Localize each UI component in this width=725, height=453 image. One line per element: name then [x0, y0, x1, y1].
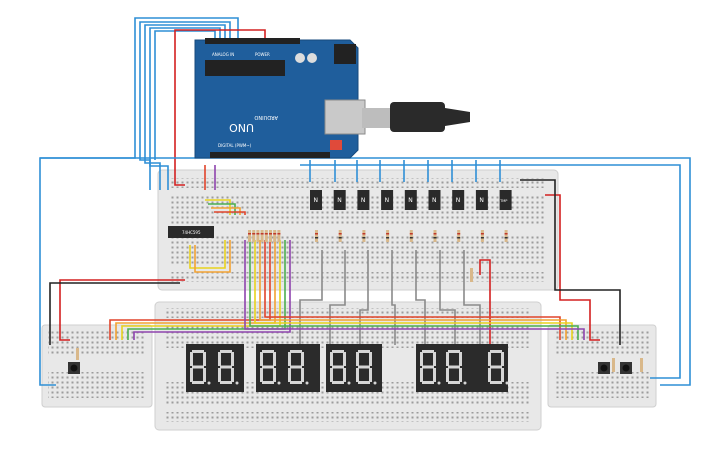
resistor — [264, 230, 268, 242]
display-digit — [288, 350, 309, 385]
resistor — [252, 230, 256, 242]
digital-label: DIGITAL (PWM~) — [218, 143, 252, 148]
resistor — [612, 358, 615, 372]
transistor: N — [452, 190, 465, 210]
arduino-uno-board: UNO ARDUINO ANALOG IN POWER DIGITAL (PWM… — [194, 38, 366, 159]
resistor — [260, 230, 264, 242]
resistor — [470, 268, 473, 282]
push-button-right-2[interactable] — [612, 358, 643, 374]
resistor — [433, 230, 437, 242]
transistor-label: N — [314, 197, 319, 204]
arduino-logo: UNO — [229, 121, 254, 134]
resistor — [457, 230, 461, 242]
transistor-label: N — [361, 197, 366, 204]
seven-segment-displays — [186, 344, 509, 392]
wires — [39, 17, 691, 386]
transistor: N — [475, 190, 488, 210]
breadboard-right — [547, 324, 657, 408]
power-label: POWER — [255, 52, 270, 57]
transistor-label: N — [337, 197, 342, 204]
analog-in-label: ANALOG IN — [212, 52, 234, 57]
capacitor-icon — [295, 53, 305, 63]
push-button-left[interactable] — [68, 348, 80, 374]
base-resistors — [315, 230, 508, 282]
transistor: N — [333, 190, 346, 210]
display-digit — [446, 350, 467, 385]
push-button-right-1[interactable] — [598, 362, 610, 374]
display-digit — [356, 350, 377, 385]
transistor-label: N — [432, 197, 437, 204]
resistor — [409, 230, 413, 242]
transistor: TMP — [499, 190, 512, 210]
display-digit — [488, 350, 509, 385]
transistor-label: N — [456, 197, 461, 204]
resistor — [386, 230, 390, 242]
shift-register-label: 74HC595 — [182, 230, 201, 235]
power-jack — [334, 44, 356, 64]
transistor-label: TMP — [499, 199, 507, 203]
usb-port — [324, 99, 366, 135]
resistor — [273, 230, 277, 242]
resistor — [277, 230, 281, 242]
transistor: N — [381, 190, 394, 210]
resistor — [640, 358, 643, 372]
transistor-label: N — [479, 197, 484, 204]
transistor: N — [357, 190, 370, 210]
display-digit — [190, 350, 211, 385]
resistor — [315, 230, 318, 242]
transistor-row: N N N N N N N N TMP — [310, 190, 512, 210]
resistor — [248, 230, 251, 242]
resistor — [338, 230, 342, 242]
display-digit — [330, 350, 351, 385]
transistor-label: N — [385, 197, 390, 204]
resistor-bank — [248, 230, 281, 242]
transistor: N — [404, 190, 417, 210]
shift-register: 74HC595 — [168, 226, 214, 238]
arduino-brand: ARDUINO — [254, 114, 278, 120]
reset-button[interactable] — [330, 140, 342, 150]
usb-cable — [362, 102, 470, 132]
resistor — [504, 230, 508, 242]
display-digit — [218, 350, 239, 385]
display-digit — [260, 350, 281, 385]
capacitor-icon — [307, 53, 317, 63]
transistor: N — [310, 190, 322, 210]
transistor-label: N — [408, 197, 413, 204]
breadboard-left — [41, 324, 153, 408]
resistor — [76, 348, 79, 360]
transistor: N — [428, 190, 441, 210]
header-bottom — [210, 152, 330, 158]
header-top — [205, 38, 300, 44]
resistor — [362, 230, 366, 242]
resistor — [269, 230, 272, 242]
display-digit — [420, 350, 441, 385]
resistor — [480, 230, 484, 242]
microcontroller-chip — [205, 60, 285, 76]
resistor — [256, 230, 260, 242]
